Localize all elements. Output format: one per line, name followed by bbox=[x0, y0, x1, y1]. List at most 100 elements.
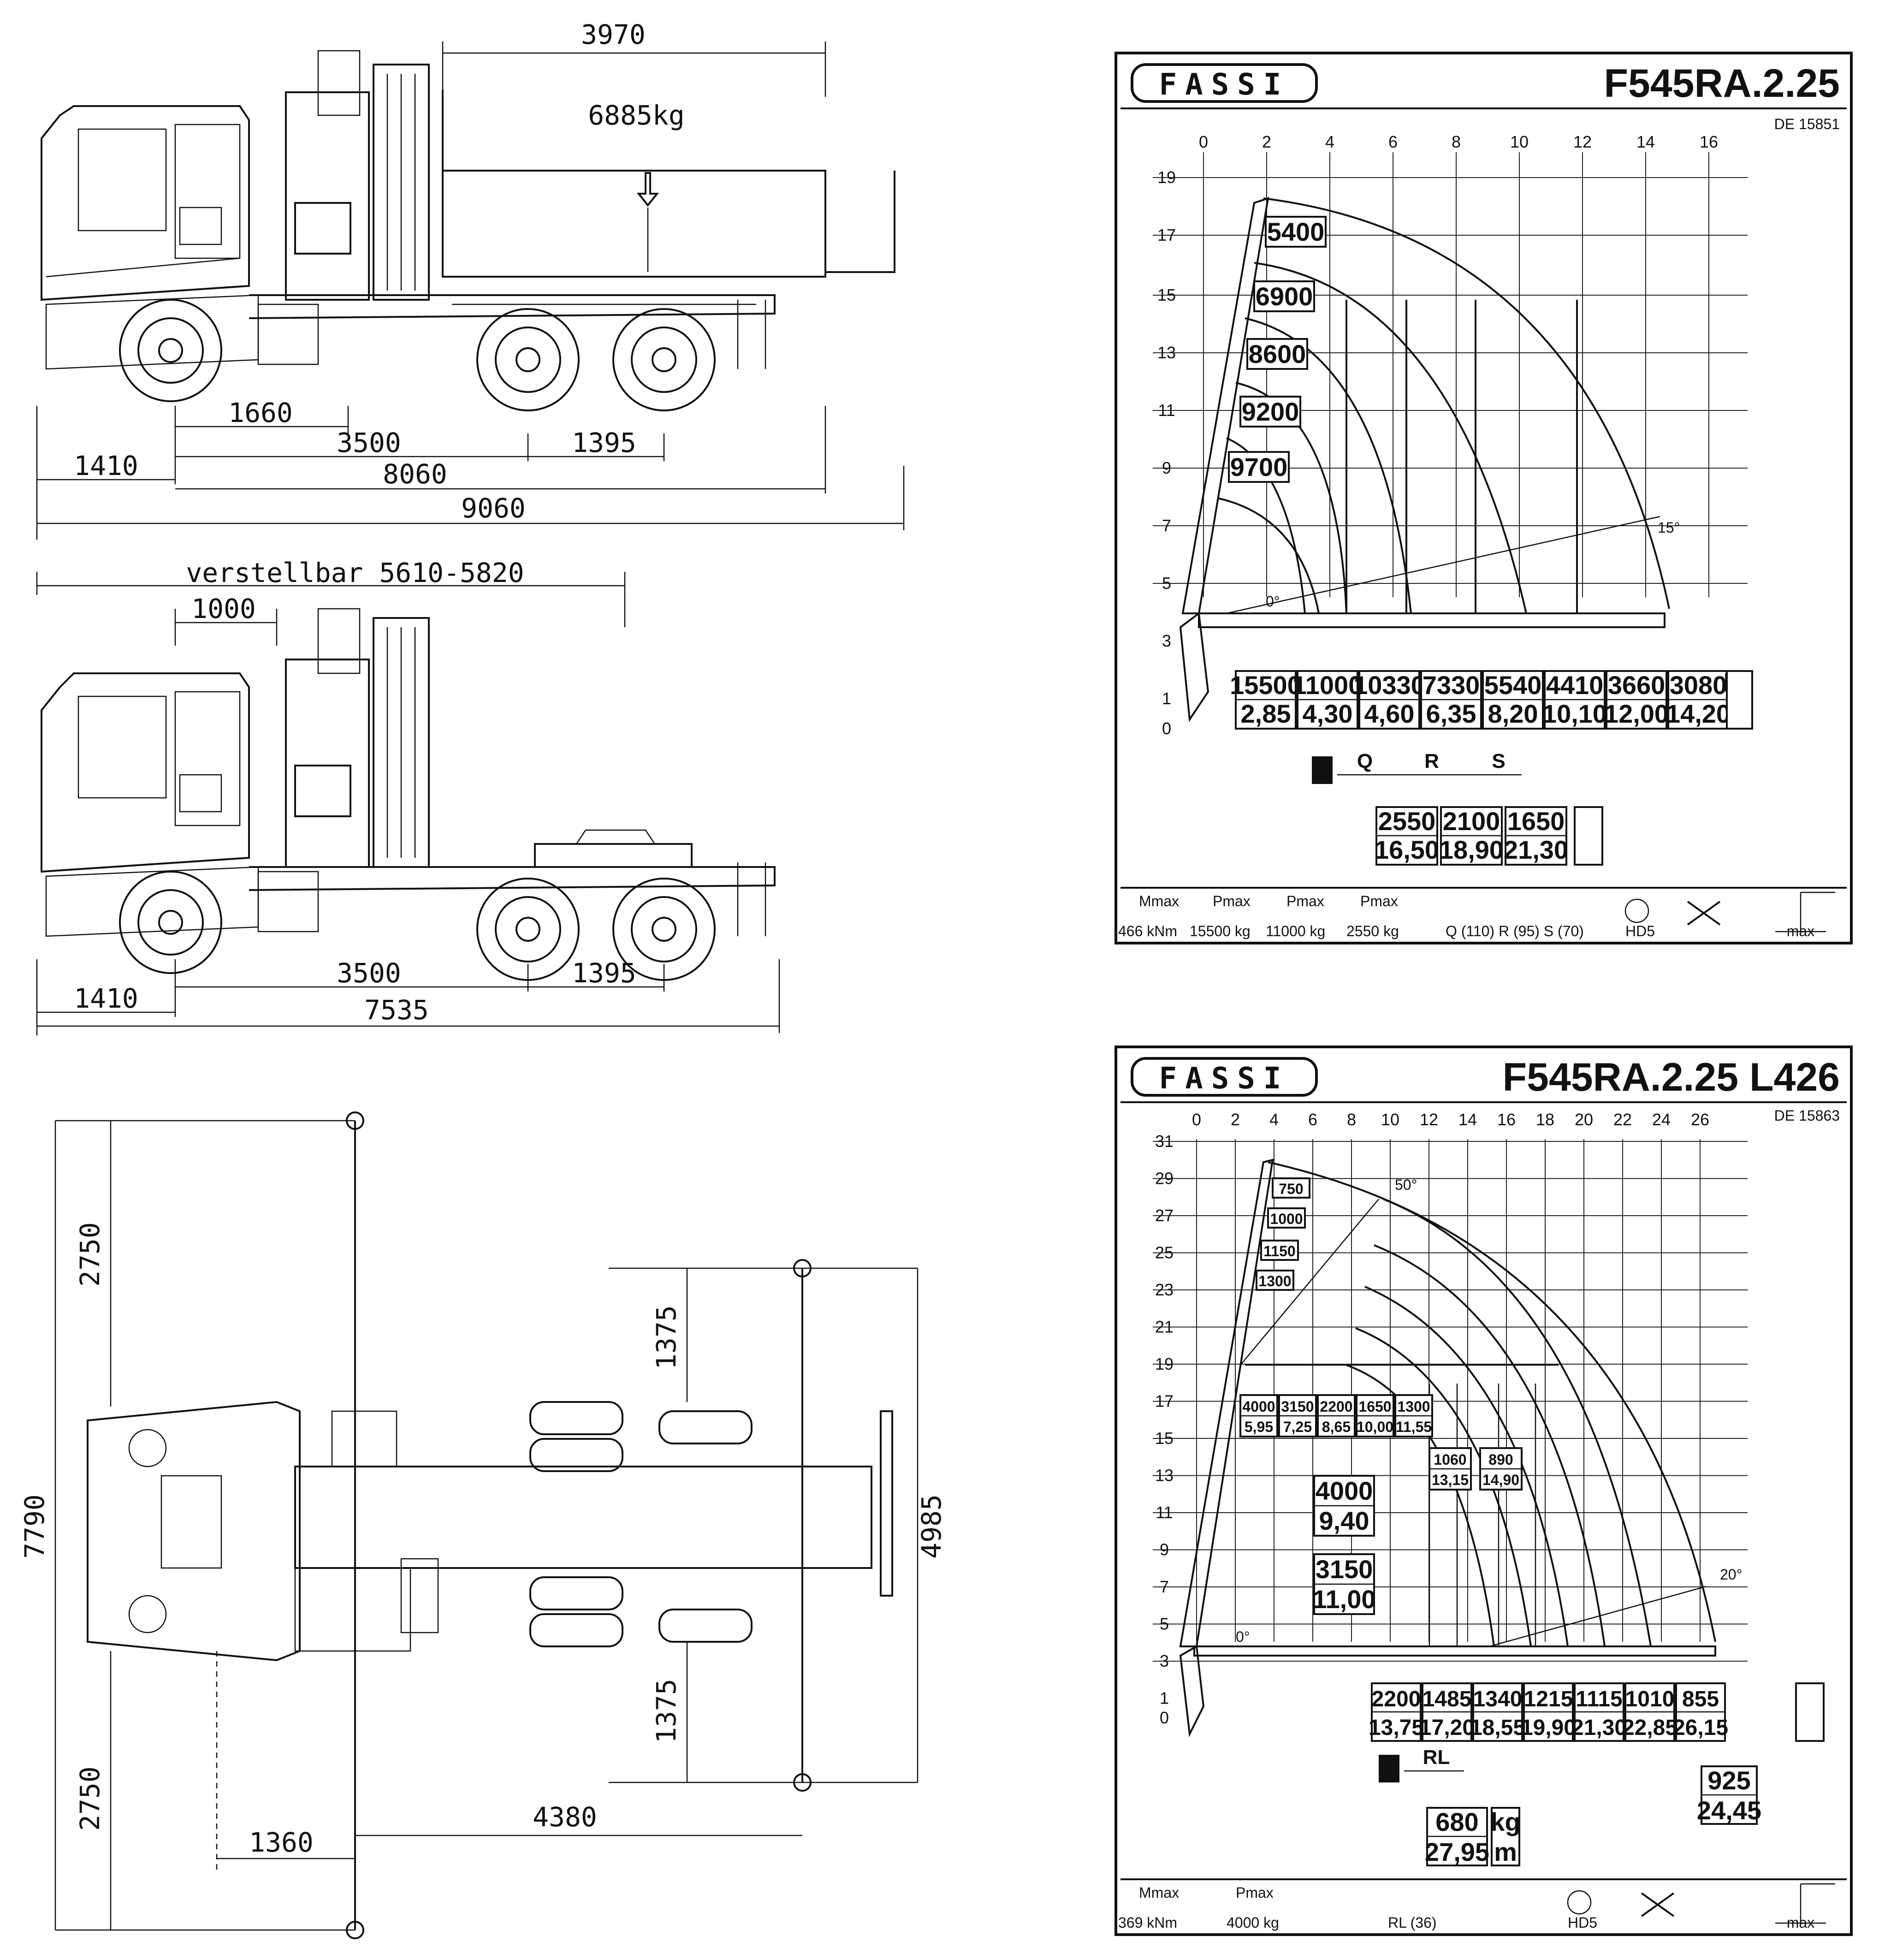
no-tool-icon-2 bbox=[1641, 1892, 1675, 1917]
chart1-load-table: 155002,85110004,30103304,6073306,3555408… bbox=[1230, 670, 1731, 730]
y-tick-label: 31 bbox=[1155, 1132, 1174, 1151]
y-tick-label: 11 bbox=[1156, 1503, 1173, 1522]
top-view: 2750 7790 2750 1375 4985 1375 1360 4380 bbox=[19, 1111, 947, 1939]
dim-1660: 1660 bbox=[228, 397, 293, 428]
load-arc bbox=[1268, 1161, 1716, 1642]
x-tick-label: 16 bbox=[1700, 132, 1718, 151]
x-tick-label: 0 bbox=[1192, 1110, 1201, 1129]
y-tick-label: 1 bbox=[1162, 689, 1171, 708]
arc-label-box bbox=[1228, 451, 1290, 483]
dim-1410b: 1410 bbox=[74, 983, 138, 1014]
y-tick-label: 1 bbox=[1160, 1689, 1169, 1708]
footer-ext-1: Q (110) R (95) S (70) bbox=[1446, 923, 1584, 939]
model-title-2: F545RA.2.25 L426 bbox=[1503, 1055, 1840, 1099]
angle-50-label: 50° bbox=[1395, 1176, 1417, 1193]
footer-pmax-label-2: Pmax bbox=[1236, 1884, 1274, 1901]
chart2-arcs bbox=[1268, 1161, 1716, 1647]
mid-m: 11,55 bbox=[1396, 1419, 1432, 1435]
load-m: 13,75 bbox=[1369, 1716, 1424, 1740]
y-tick-label: 27 bbox=[1155, 1206, 1174, 1225]
no-tool-icon-1 bbox=[1687, 901, 1721, 926]
stability-icon-1 bbox=[1775, 891, 1835, 932]
ext-kg: 1650 bbox=[1507, 807, 1565, 836]
mid-m: 5,95 bbox=[1245, 1419, 1273, 1435]
load-kg: 7330 bbox=[1423, 671, 1480, 700]
arc-label-box bbox=[1256, 1270, 1294, 1291]
y-tick-label: 13 bbox=[1155, 1466, 1174, 1485]
dim-1360: 1360 bbox=[249, 1827, 314, 1858]
y-tick-label: 3 bbox=[1160, 1651, 1169, 1670]
load-kg: 2200 bbox=[1372, 1687, 1421, 1711]
y-tick-label: 7 bbox=[1160, 1577, 1169, 1596]
chart-code-1: DE 15851 bbox=[1774, 116, 1840, 132]
load-kg: 1340 bbox=[1473, 1687, 1523, 1711]
ext-label-s: S bbox=[1492, 750, 1505, 772]
x-tick-label: 14 bbox=[1458, 1110, 1477, 1129]
arc-label-box bbox=[1267, 1207, 1306, 1229]
y-tick-label: 11 bbox=[1158, 401, 1175, 420]
side-m: 14,90 bbox=[1482, 1472, 1519, 1488]
mid-m: 8,65 bbox=[1322, 1419, 1351, 1435]
x-tick-label: 14 bbox=[1636, 132, 1655, 151]
load-arc bbox=[1383, 1198, 1652, 1647]
load-arc bbox=[1235, 382, 1347, 614]
load-kg: 4410 bbox=[1546, 671, 1604, 700]
arc-label: 9200 bbox=[1242, 397, 1299, 426]
extra-load-m: 24,45 bbox=[1697, 1796, 1761, 1825]
x-tick-label: 22 bbox=[1613, 1110, 1632, 1129]
load-arc bbox=[1226, 437, 1306, 614]
footer-mmax-label-2: Mmax bbox=[1139, 1884, 1179, 1901]
side-m: 13,15 bbox=[1432, 1472, 1469, 1488]
load-arc bbox=[1263, 197, 1670, 609]
load-m: 4,30 bbox=[1303, 699, 1353, 728]
mid-kg: 4000 bbox=[1242, 1398, 1275, 1415]
side-view-tractor: verstellbar 5610-5820 1000 3500 bbox=[36, 557, 780, 1035]
y-tick-label: 23 bbox=[1155, 1280, 1174, 1299]
ext-kg: 2550 bbox=[1378, 807, 1436, 836]
dim-1375-bottom: 1375 bbox=[651, 1679, 682, 1743]
y-tick-label: 0 bbox=[1162, 719, 1171, 738]
dim-4380: 4380 bbox=[533, 1801, 597, 1833]
ext-label-r: R bbox=[1424, 750, 1439, 772]
y-tick-label: 15 bbox=[1157, 285, 1176, 304]
dim-7535: 7535 bbox=[364, 994, 429, 1026]
x-tick-label: 10 bbox=[1381, 1110, 1399, 1129]
mid-kg: 3150 bbox=[1281, 1398, 1314, 1415]
big-kg: 3150 bbox=[1316, 1555, 1373, 1584]
arc-label-box bbox=[1239, 396, 1301, 428]
chart2-load-table: 220013,75148517,20134018,55121519,901115… bbox=[1369, 1682, 1728, 1742]
big-m: 11,00 bbox=[1312, 1585, 1375, 1614]
footer-p1-2: 4000 kg bbox=[1227, 1914, 1279, 1931]
dim-4985: 4985 bbox=[916, 1494, 947, 1559]
arc-label: 8600 bbox=[1249, 339, 1306, 368]
load-arc bbox=[1355, 1327, 1532, 1647]
side-view-flatbed: 3970 6885kg 1660 3500 1395 1410 8060 906… bbox=[36, 19, 905, 540]
ext-m: 21,30 bbox=[1504, 835, 1568, 864]
angle-15-label-1: 15° bbox=[1658, 519, 1680, 536]
y-tick-label: 25 bbox=[1155, 1243, 1174, 1262]
y-tick-label: 13 bbox=[1157, 343, 1176, 362]
hd-icon-2 bbox=[1567, 1890, 1592, 1915]
hd-icon-1 bbox=[1624, 898, 1649, 923]
load-m: 8,20 bbox=[1488, 699, 1538, 728]
dim-9060: 9060 bbox=[461, 493, 526, 524]
y-tick-label: 0 bbox=[1160, 1708, 1169, 1727]
footer-p3-1: 2550 kg bbox=[1346, 923, 1399, 939]
arc-label: 750 bbox=[1279, 1181, 1303, 1197]
y-tick-label: 7 bbox=[1162, 516, 1171, 535]
dim-2750-top: 2750 bbox=[74, 1222, 106, 1287]
load-kg: 1115 bbox=[1576, 1687, 1622, 1711]
y-tick-label: 19 bbox=[1155, 1354, 1174, 1373]
unit-m-rl: m bbox=[1494, 1837, 1517, 1866]
arc-label-box bbox=[1265, 216, 1327, 248]
model-title-1: F545RA.2.25 bbox=[1604, 61, 1840, 106]
arc-label: 6900 bbox=[1256, 282, 1313, 311]
load-kg: 3080 bbox=[1670, 671, 1727, 700]
load-kg: 1485 bbox=[1423, 1687, 1472, 1711]
footer-mmax-label-1: Mmax bbox=[1139, 893, 1179, 909]
